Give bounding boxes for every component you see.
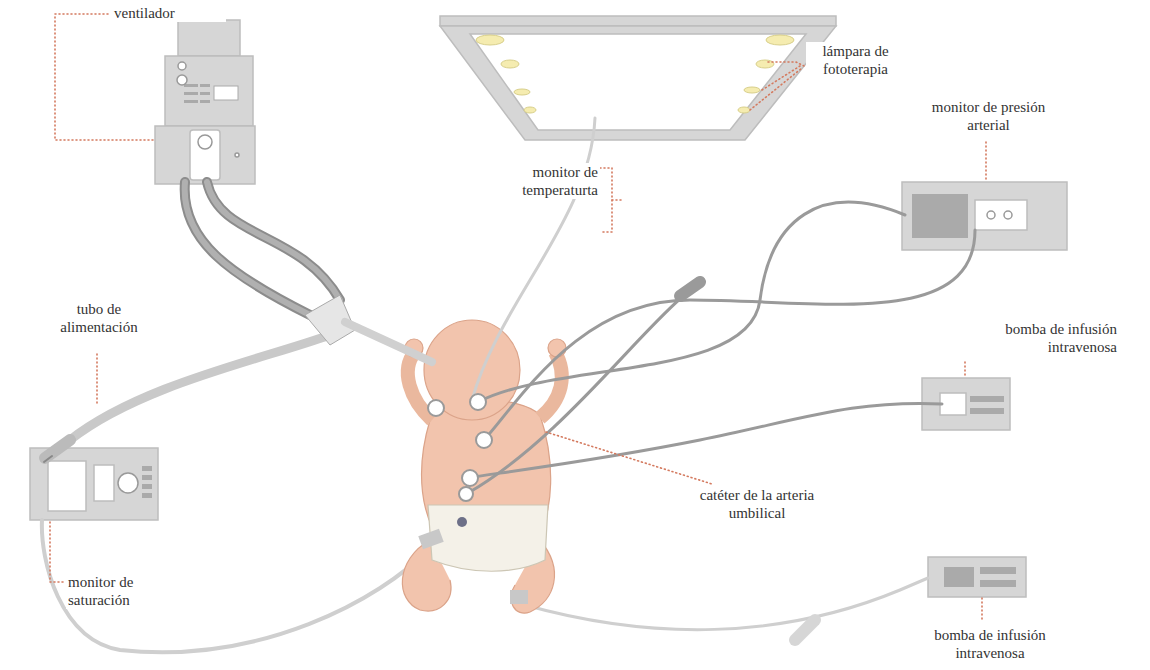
lamp-bar (440, 16, 836, 26)
umbilical-line (468, 292, 688, 493)
saturation-monitor (30, 448, 158, 520)
part-label: monitor de saturación (66, 573, 174, 609)
part-label: monitor de presión arterial (924, 98, 1053, 134)
ventilator-port (190, 130, 220, 180)
screen (940, 393, 966, 415)
part-label: ventilador (112, 4, 226, 22)
iv-cuff (510, 590, 528, 604)
diaper (428, 505, 548, 571)
ventilator-base (155, 126, 255, 184)
lamp-hood (440, 26, 836, 140)
part-label: monitor de temperaturta (492, 163, 600, 199)
screen (94, 465, 114, 501)
bp-monitor (902, 182, 1067, 250)
lamp-inner (470, 34, 806, 130)
leader-lines (50, 14, 986, 622)
syringe (45, 440, 70, 458)
saturation-sensor (418, 529, 443, 550)
screen (912, 194, 968, 238)
part-label: bomba de infusión intravenosa (975, 320, 1119, 356)
part-label: bomba de infusión intravenosa (918, 626, 1062, 662)
part-label: catéter de la arteria umbilical (690, 486, 824, 522)
saturation-cable (42, 520, 430, 652)
umbilical-catheter (457, 517, 467, 527)
ventilator-top (178, 20, 240, 56)
infusion-pump (928, 557, 1026, 597)
head (424, 320, 520, 420)
part-label: tubo de alimentación (46, 300, 152, 336)
ventilator-panel (165, 56, 253, 126)
iv-line (525, 578, 928, 630)
part-label: lámpara de fototerapia (806, 42, 905, 78)
temperature-wire (472, 118, 595, 400)
feeding-tube (70, 335, 330, 440)
panel (975, 200, 1027, 230)
screen (48, 461, 86, 511)
electrodes (428, 394, 492, 501)
